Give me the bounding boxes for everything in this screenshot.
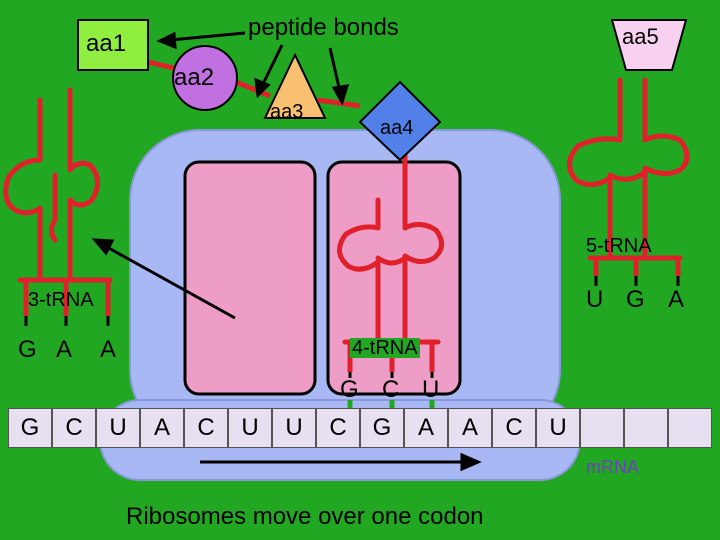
trna-3-anticodon-base: A (56, 336, 73, 363)
label-aa2: aa2 (174, 64, 215, 91)
trna-3 (3, 87, 113, 283)
trna-3-stubs (23, 282, 111, 316)
trna-5-anticodon-base: G (626, 286, 645, 313)
trna-3-anticodon-base: A (100, 336, 117, 363)
mrna-base: U (96, 408, 140, 448)
mrna-base: C (492, 408, 536, 448)
amino-acid-1 (77, 19, 149, 71)
mrna-base: U (272, 408, 316, 448)
mrna-base: A (140, 408, 184, 448)
trna-5-anticodon-base: U (586, 286, 604, 313)
mrna-base-empty (668, 408, 712, 448)
mrna-base: C (52, 408, 96, 448)
mrna-base: U (536, 408, 580, 448)
mrna-base: A (404, 408, 448, 448)
mrna-motion-arrow (200, 452, 482, 472)
label-aa4: aa4 (380, 117, 414, 139)
label-trna-4: 4-tRNA (350, 337, 420, 359)
amino-acid-5 (610, 19, 688, 71)
trna-4-anticodon-base: G (340, 376, 359, 403)
trna-5-anticodon-ticks (594, 276, 680, 286)
amino-acid-4 (358, 80, 442, 162)
trna-5 (567, 77, 690, 261)
mrna-base: G (360, 408, 404, 448)
mrna-base: C (184, 408, 228, 448)
label-mrna: mRNA (586, 457, 639, 477)
label-aa1: aa1 (86, 30, 127, 57)
mrna-base: A (448, 408, 492, 448)
label-peptide-bonds: peptide bonds (248, 14, 399, 41)
mrna-base: G (8, 408, 52, 448)
label-trna-3: 3-tRNA (28, 289, 94, 311)
trna-4-anticodon-base: U (422, 376, 440, 403)
trna-3-anticodon-base: G (18, 336, 37, 363)
amino-acid-3 (263, 52, 327, 119)
mrna-base: C (316, 408, 360, 448)
ribosome-a-site (326, 160, 462, 396)
trna-4-anticodon-base: C (382, 376, 400, 403)
peptide-bond-arrows (156, 31, 350, 106)
label-aa5: aa5 (622, 24, 659, 49)
caption: Ribosomes move over one codon (126, 503, 484, 530)
exit-arrow (91, 238, 236, 320)
trna-5-anticodon-base: A (668, 286, 685, 313)
mrna-base-empty (624, 408, 668, 448)
trna-3-anticodon-ticks (24, 316, 110, 326)
mrna-base: U (228, 408, 272, 448)
ribosome-p-site (183, 160, 317, 396)
label-trna-5: 5-tRNA (586, 235, 652, 257)
amino-acid-2 (172, 45, 238, 111)
trna-5-stubs (593, 258, 681, 276)
mrna-base-empty (580, 408, 624, 448)
label-aa3: aa3 (270, 101, 304, 123)
